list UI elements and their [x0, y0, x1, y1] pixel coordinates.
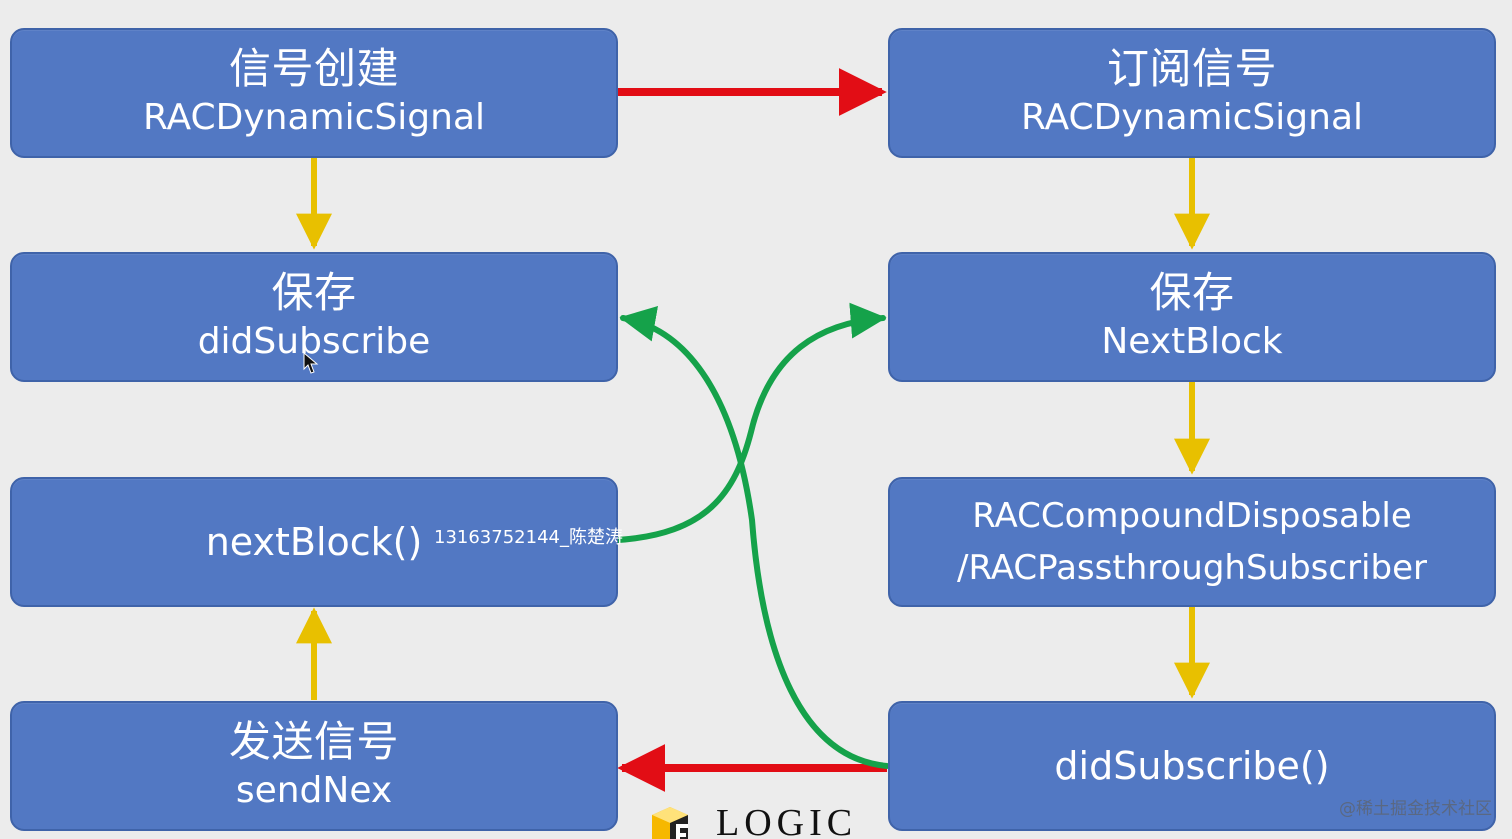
- green-arrow-nextblock-to-save-right: [615, 302, 887, 543]
- mouse-pointer-icon: [303, 352, 319, 374]
- send-signal-method: sendNex: [235, 770, 393, 811]
- logic-logo-text: LOGIC: [716, 802, 858, 839]
- didsubscribe-call-label: didSubscribe(): [1054, 744, 1330, 788]
- signal-create-class: RACDynamicSignal: [142, 97, 486, 138]
- didsubscribe-call-node[interactable]: didSubscribe(): [888, 701, 1496, 831]
- platform-credit: @稀土掘金技术社区: [1339, 799, 1492, 819]
- save-left-title: 保存: [271, 268, 357, 317]
- save-right-subtitle: NextBlock: [1101, 321, 1283, 362]
- subscribe-signal-node[interactable]: 订阅信号 RACDynamicSignal: [888, 28, 1496, 158]
- logic-logo: LOGIC: [638, 800, 888, 839]
- green-arrow-didsubscribe-to-save-left: [619, 306, 890, 769]
- save-right-title: 保存: [1149, 268, 1235, 317]
- send-signal-node[interactable]: 发送信号 sendNex: [10, 701, 618, 831]
- subscribe-signal-title: 订阅信号: [1106, 44, 1277, 93]
- compound-disposable-line1: RACCompoundDisposable: [972, 496, 1412, 536]
- compound-disposable-node[interactable]: RACCompoundDisposable /RACPassthroughSub…: [888, 477, 1496, 607]
- compound-disposable-line2: /RACPassthroughSubscriber: [957, 548, 1427, 588]
- watermark-text: 13163752144_陈楚涛: [434, 527, 623, 548]
- save-left-subtitle: didSubscribe: [197, 321, 431, 362]
- save-nextblock-node[interactable]: 保存 NextBlock: [888, 252, 1496, 382]
- subscribe-signal-class: RACDynamicSignal: [1020, 97, 1364, 138]
- signal-create-title: 信号创建: [228, 44, 399, 93]
- signal-create-node[interactable]: 信号创建 RACDynamicSignal: [10, 28, 618, 158]
- nextblock-call-label: nextBlock(): [205, 520, 423, 564]
- logic-logo-icon: [652, 807, 688, 839]
- send-signal-title: 发送信号: [228, 717, 399, 766]
